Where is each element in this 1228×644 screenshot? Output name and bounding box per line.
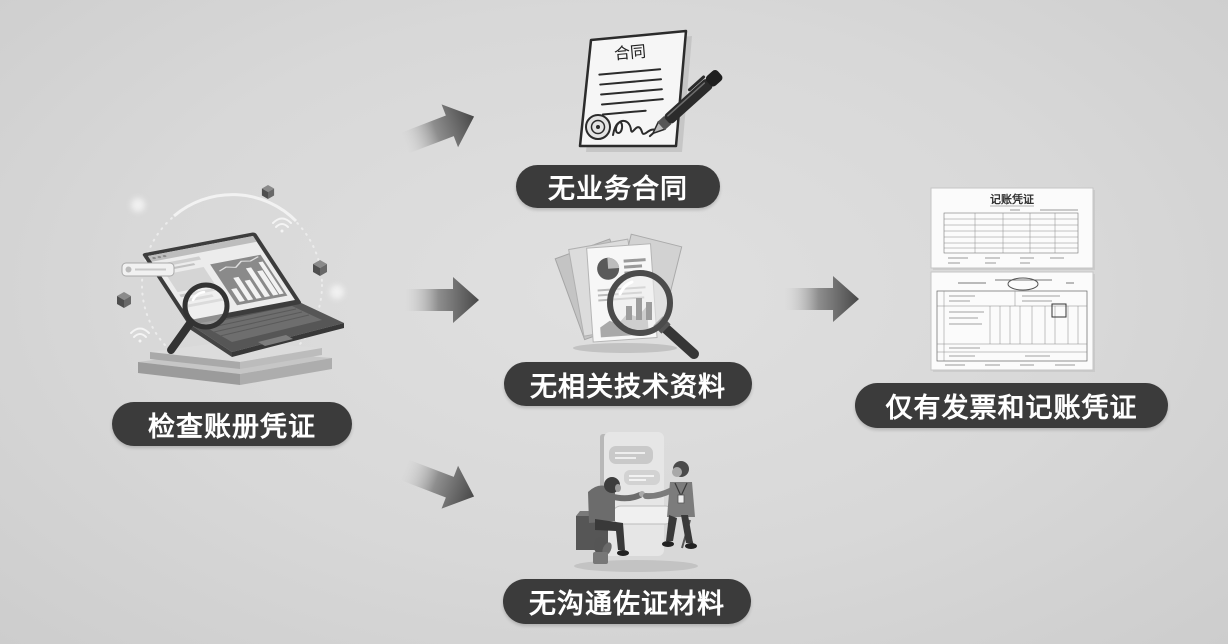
wifi-icon: [272, 217, 292, 233]
laptop-magnifier-illustration: [117, 185, 344, 385]
cube-icon: [313, 260, 327, 276]
cube-icon: [261, 185, 275, 199]
label-check-ledger-vouchers: 检查账册凭证: [112, 402, 352, 446]
people-discussion-illustration: [574, 432, 698, 572]
cube-icon: [117, 292, 131, 308]
contract-title: 合同: [613, 42, 647, 64]
stamp: [1007, 277, 1039, 291]
laptop-keyboard: [188, 301, 344, 357]
magnifier-icon: [607, 270, 699, 359]
person-left: [576, 477, 645, 556]
invoice-voucher-illustration: 记账凭证: [930, 187, 1095, 372]
speech-bubble: [624, 470, 660, 485]
arrow-to-tech-docs: [405, 277, 479, 323]
contract-text-lines: [598, 68, 664, 116]
label-only-invoices-vouchers: 仅有发票和记账凭证: [855, 383, 1168, 428]
search-bar-card: [121, 262, 175, 277]
documents-magnifier-illustration: [554, 233, 699, 359]
signature: [612, 119, 659, 136]
label-no-technical-docs: 无相关技术资料: [504, 362, 752, 406]
plant-icon: [593, 537, 612, 564]
label-no-business-contract: 无业务合同: [516, 165, 720, 208]
voucher-title: 记账凭证: [990, 192, 1034, 206]
pen-icon: [648, 70, 723, 138]
wifi-icon: [130, 327, 150, 343]
arrow-to-result: [785, 276, 859, 322]
label-no-communication-evidence: 无沟通佐证材料: [503, 579, 751, 624]
arrow-to-communication: [401, 459, 475, 509]
magnifier-icon: [167, 282, 230, 354]
voucher-document: 记账凭证: [930, 187, 1095, 270]
person-right: [643, 461, 697, 549]
arrow-to-contract: [401, 104, 475, 154]
contract-signing-illustration: 合同: [578, 29, 723, 152]
speech-bubble: [609, 446, 653, 464]
invoice-document: [930, 271, 1095, 372]
seal-stamp: [585, 114, 611, 140]
